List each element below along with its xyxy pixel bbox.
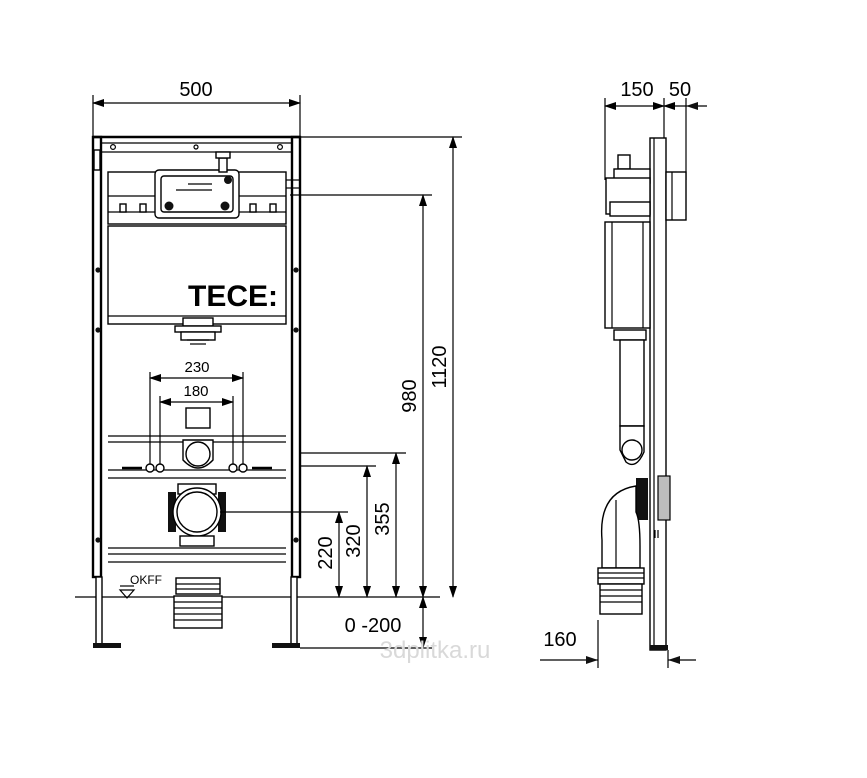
floor-label-okff: OKFF — [130, 573, 162, 587]
dim-label-160: 160 — [543, 629, 576, 651]
dim-label-320: 320 — [343, 524, 365, 557]
dim-label-500: 500 — [179, 79, 212, 101]
dimension-height-1120: 1120 — [300, 136, 462, 598]
dimension-spacing-230: 230 — [149, 359, 244, 470]
dim-label-1120: 1120 — [429, 345, 451, 388]
dimension-height-980: 980 — [290, 194, 432, 598]
cistern-body: TECE: — [107, 225, 287, 325]
dim-label-980: 980 — [399, 379, 421, 412]
dim-label-220: 220 — [315, 536, 337, 569]
dimension-adjust-0-200: 0 -200 — [300, 596, 432, 649]
dimension-width-500: 500 — [92, 79, 301, 140]
side-frame-post — [649, 137, 668, 651]
dim-label-355: 355 — [372, 502, 394, 535]
dim-label-50: 50 — [669, 79, 691, 101]
front-view: 500 — [75, 79, 462, 649]
floor-reference: OKFF — [75, 573, 440, 599]
watermark: 3dplitka.ru — [380, 637, 491, 664]
mounting-crossbar — [108, 407, 286, 479]
cistern-top — [107, 151, 300, 225]
side-flush-pipe — [613, 329, 647, 466]
adjustable-legs — [93, 576, 300, 648]
dimension-height-355: 355 — [300, 452, 406, 598]
dim-label-230: 230 — [184, 359, 209, 376]
side-flush-plate — [665, 171, 687, 221]
dimension-height-220: 220 — [220, 511, 348, 598]
side-view: 150 50 — [540, 79, 707, 668]
dim-label-0-200: 0 -200 — [345, 615, 402, 637]
dimension-depth-150-50: 150 50 — [604, 79, 707, 180]
dimension-height-320: 320 — [300, 465, 376, 598]
lower-crossbar — [108, 547, 286, 563]
dim-label-150: 150 — [620, 79, 653, 101]
dimension-depth-160: 160 — [540, 620, 696, 668]
dim-label-180: 180 — [183, 383, 208, 400]
brand-logo: TECE: — [188, 280, 278, 313]
side-drain-bend — [597, 475, 671, 615]
flush-pipe-connector — [174, 317, 222, 345]
drain-bend — [168, 483, 226, 547]
side-cistern — [604, 154, 651, 329]
dimension-spacing-180: 180 — [159, 383, 234, 470]
drain-outlet — [173, 577, 223, 629]
